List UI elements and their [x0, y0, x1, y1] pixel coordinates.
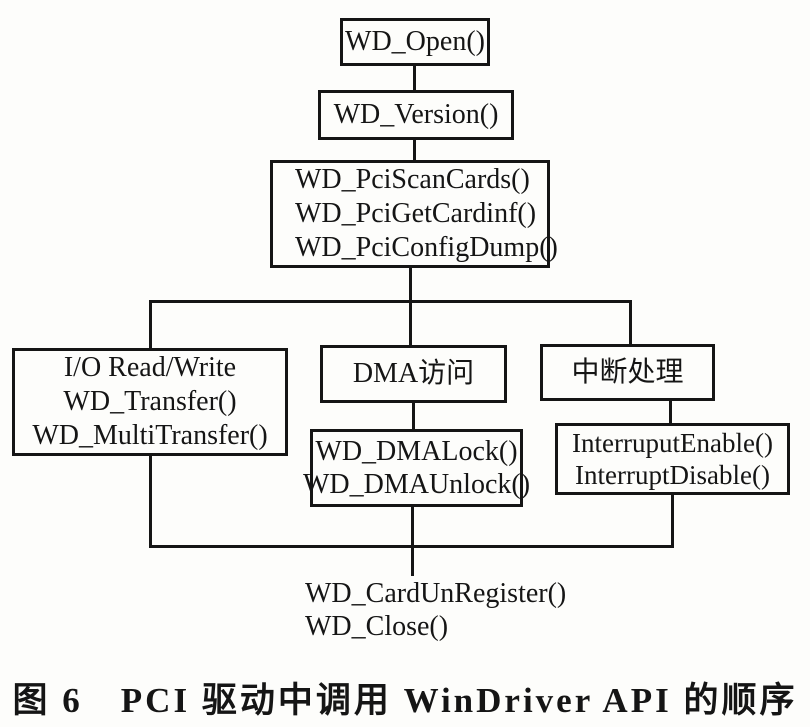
- node-wd-open-label: WD_Open(): [345, 26, 485, 57]
- node-wd-open: WD_Open(): [340, 18, 490, 66]
- merge-horizontal-line: [149, 545, 674, 548]
- node-dma-access: DMA访问: [320, 345, 507, 403]
- text-unregister-line: WD_CardUnRegister(): [305, 578, 567, 609]
- text-unregister-close: WD_CardUnRegister() WD_Close(): [305, 577, 566, 643]
- node-interrupt-funcs: InterruputEnable() InterruptDisable(): [555, 423, 790, 495]
- connector-version-pci: [413, 140, 416, 160]
- connector-dma-funcs: [412, 403, 415, 429]
- connector-pci-dma: [409, 268, 412, 345]
- node-pci-scan: WD_PciScanCards() WD_PciGetCardinf() WD_…: [270, 160, 558, 268]
- node-io-readwrite-line: I/O Read/Write: [63, 352, 237, 383]
- node-dma-lock-line: WD_DMALock(): [315, 436, 518, 467]
- connector-branch-io: [149, 300, 152, 348]
- node-wd-version-label: WD_Version(): [333, 99, 499, 130]
- node-wd-version: WD_Version(): [318, 90, 514, 140]
- connector-io-merge: [149, 456, 152, 548]
- node-interrupt-funcs-line: InterruptDisable(): [575, 460, 770, 490]
- connector-open-version: [413, 66, 416, 90]
- node-pci-scan-line: WD_PciScanCards(): [295, 164, 530, 195]
- node-dma-lock: WD_DMALock() WD_DMAUnlock(): [303, 429, 530, 507]
- node-interrupt-handling-label: 中断处理: [571, 356, 684, 388]
- node-pci-scan-line: WD_PciConfigDump(): [295, 232, 558, 263]
- node-dma-access-label: DMA访问: [352, 358, 475, 389]
- node-io-readwrite-line: WD_MultiTransfer(): [32, 420, 268, 451]
- connector-branch-interrupt: [629, 300, 632, 344]
- node-interrupt-handling: 中断处理: [540, 344, 715, 401]
- connector-interrupt-funcs: [669, 400, 672, 423]
- figure-caption: 图 6 PCI 驱动中调用 WinDriver API 的顺序: [12, 681, 798, 720]
- text-close-line: WD_Close(): [305, 611, 449, 642]
- node-pci-scan-line: WD_PciGetCardinf(): [295, 198, 537, 229]
- node-interrupt-funcs-line: InterruputEnable(): [572, 428, 773, 458]
- node-io-readwrite: I/O Read/Write WD_Transfer() WD_MultiTra…: [12, 348, 288, 456]
- connector-interrupt-merge: [671, 495, 674, 548]
- connector-dma-merge: [411, 507, 414, 576]
- branch-horizontal-line: [149, 300, 632, 303]
- node-dma-lock-line: WD_DMAUnlock(): [302, 469, 531, 500]
- node-io-readwrite-line: WD_Transfer(): [63, 386, 237, 417]
